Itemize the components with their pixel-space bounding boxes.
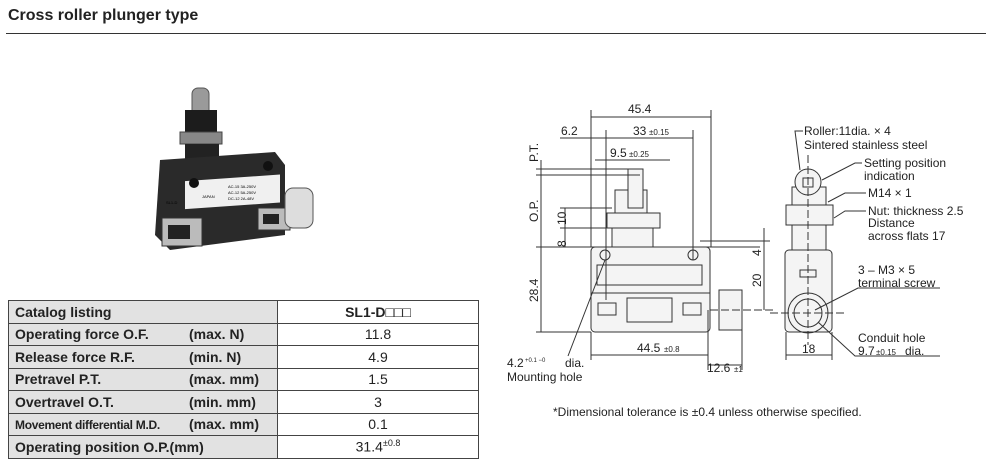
conduit-label-1: Conduit hole xyxy=(858,331,926,345)
terminal-label-2: terminal screw xyxy=(858,276,936,290)
row-unit: (min. N) xyxy=(189,348,242,365)
dim-6-2: 6.2 xyxy=(561,124,578,138)
row-unit: (max. N) xyxy=(189,326,245,343)
terminal-label-1: 3 – M3 × 5 xyxy=(858,263,915,277)
row-unit: (max. mm) xyxy=(189,416,260,433)
row-unit: (min. mm) xyxy=(189,393,256,410)
row-unit: (max. mm) xyxy=(189,371,260,388)
row-label: Operating position O.P.(mm) xyxy=(15,438,204,455)
row-value: 4.9 xyxy=(277,345,479,369)
conduit-label-2: 9.7 xyxy=(858,344,875,358)
table-row: Pretravel P.T.(max. mm)1.5 xyxy=(8,367,479,391)
photo-label-japan: JAPAN xyxy=(202,194,215,199)
table-row: Overtravel O.T.(min. mm)3 xyxy=(8,390,479,414)
nut-label-2: Distance xyxy=(868,216,915,230)
dim-12-6-tol: ±1 xyxy=(734,365,743,374)
roller-label: Roller:11dia. × 4 xyxy=(804,124,891,138)
row-tolerance: ±0.8 xyxy=(382,438,401,449)
dim-9-5: 9.5 xyxy=(610,146,627,160)
hole-dia: 4.2 xyxy=(507,356,524,370)
setting-label-2: indication xyxy=(864,169,915,183)
dim-8: 8 xyxy=(555,240,569,247)
dim-4: 4 xyxy=(750,249,764,256)
conduit-suffix: dia. xyxy=(905,344,924,358)
row-value: 0.1 xyxy=(277,412,479,436)
product-photo: JAPAN SL1-D AC-15 3A-250V AC-12 5A-250V … xyxy=(155,87,314,250)
dimension-drawing: 45.4 6.2 33 ±0.15 9.5 ±0.25 P.T. O.P. 10… xyxy=(507,102,964,384)
dim-9-5-tol: ±0.25 xyxy=(629,150,650,159)
header-label: Catalog listing xyxy=(8,300,278,324)
photo-label-rating3: DC-12 2A-48V xyxy=(228,196,254,201)
dim-12-6: 12.6 xyxy=(707,361,731,375)
dim-28-4: 28.4 xyxy=(527,278,541,302)
mounting-hole-label: Mounting hole xyxy=(507,370,583,384)
row-value: 31.4 xyxy=(355,439,383,456)
hole-dia-suffix: dia. xyxy=(565,356,584,370)
table-row: Movement differential M.D. (max. mm) 0.1 xyxy=(8,412,479,436)
tolerance-note: *Dimensional tolerance is ±0.4 unless ot… xyxy=(553,405,862,419)
conduit-tol: ±0.15 xyxy=(876,348,897,357)
roller-material: Sintered stainless steel xyxy=(804,138,927,152)
photo-label-rating1: AC-15 3A-250V xyxy=(228,184,256,189)
row-label: Movement differential M.D. xyxy=(15,418,160,433)
photo-label-model: SL1-D xyxy=(166,200,177,205)
dim-45-4: 45.4 xyxy=(628,102,652,116)
dim-10: 10 xyxy=(555,211,569,225)
label-op: O.P. xyxy=(527,200,541,222)
title-divider xyxy=(6,33,986,34)
dim-20: 20 xyxy=(750,273,764,287)
row-label: Overtravel O.T. xyxy=(15,393,114,410)
section-title: Cross roller plunger type xyxy=(8,7,199,24)
header-value: SL1-D□□□ xyxy=(277,300,479,324)
dim-33: 33 xyxy=(633,124,647,138)
setting-label-1: Setting position xyxy=(864,156,946,170)
label-pt: P.T. xyxy=(527,143,541,162)
dim-44-5: 44.5 xyxy=(637,341,661,355)
table-row: Operating position O.P.(mm) 31.4±0.8 xyxy=(8,435,479,459)
row-label: Pretravel P.T. xyxy=(15,371,102,388)
dim-44-5-tol: ±0.8 xyxy=(664,345,680,354)
row-label: Operating force O.F. xyxy=(15,326,149,343)
row-value: 11.8 xyxy=(277,322,479,346)
dim-33-tol: ±0.15 xyxy=(649,128,670,137)
photo-label-rating2: AC-12 5A-250V xyxy=(228,190,256,195)
hole-tol: +0.1 −0 xyxy=(525,358,546,364)
row-label: Release force R.F. xyxy=(15,348,135,365)
thread-label: M14 × 1 xyxy=(868,186,912,200)
nut-label-1: Nut: thickness 2.5 xyxy=(868,204,964,218)
dim-18: 18 xyxy=(802,342,816,356)
nut-label-3: across flats 17 xyxy=(868,229,946,243)
table-row: Release force R.F. (min. N) 4.9 xyxy=(8,345,479,369)
